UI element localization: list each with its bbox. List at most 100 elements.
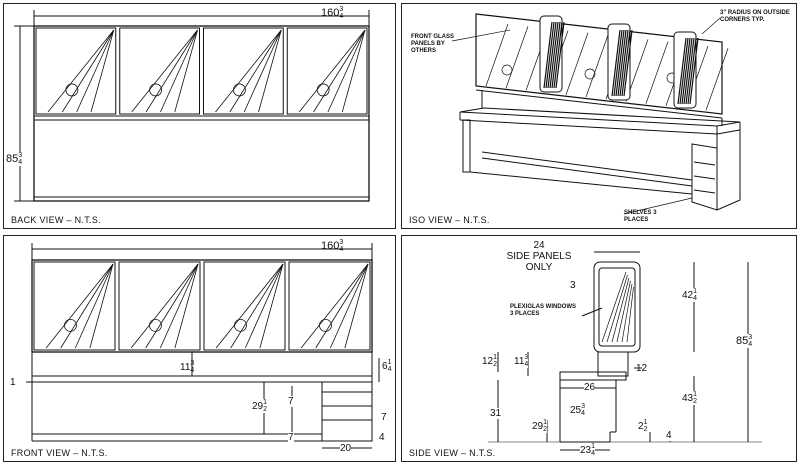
front-pane-handle: [234, 318, 247, 332]
front-shelf-spacing-1: 7: [288, 396, 294, 407]
iso-glass-reflection: [505, 26, 529, 89]
iso-side-panel-hatch: [543, 21, 553, 89]
front-reflection: [344, 263, 369, 349]
iso-side-panel-hatch: [677, 37, 687, 105]
iso-view-panel: FRONT GLASS PANELS BY OTHERS 3" RADIUS O…: [401, 3, 797, 229]
front-reflection: [74, 263, 114, 349]
iso-side-panel-hatch: [623, 29, 633, 97]
front-cabinet-width: 20: [340, 443, 352, 454]
back-reflection: [47, 29, 115, 113]
back-reflection: [258, 29, 282, 113]
side-base-height-whole: 29: [532, 420, 544, 432]
back-reflection: [145, 29, 198, 113]
side-panels-width: 24: [533, 240, 545, 251]
front-pane-handle: [149, 318, 162, 332]
back-reflection: [327, 29, 366, 113]
iso-glass-reflection: [565, 32, 589, 95]
iso-view-drawing: [451, 13, 741, 215]
side-counter-height-whole: 43: [682, 392, 694, 404]
iso-side-panel-hatch: [685, 37, 695, 105]
front-kneespace-whole: 29: [252, 400, 264, 412]
front-reflection: [244, 263, 284, 349]
side-riser: 12: [636, 363, 648, 374]
back-pane-handle: [149, 83, 163, 97]
front-pane-4: [288, 261, 371, 351]
iso-side-panel-hatch: [547, 21, 557, 89]
iso-side-panel-hatch: [615, 29, 625, 97]
side-panel-height-whole: 42: [682, 289, 694, 301]
front-reflection: [159, 263, 199, 349]
iso-side-panel-hatch: [619, 29, 629, 97]
front-reflection: [45, 263, 114, 349]
front-view-drawing: [26, 243, 380, 449]
iso-side-panel-hatch: [683, 37, 693, 105]
iso-side-panel-hatch: [545, 21, 555, 89]
front-pane-handle: [319, 318, 332, 332]
iso-side-panel-hatch: [611, 29, 621, 97]
back-pane-handle: [232, 83, 246, 97]
iso-side-panel-hatch: [617, 29, 627, 97]
front-gap-whole: 11: [180, 361, 191, 373]
side-panel-inset: 3: [570, 280, 576, 291]
front-reflection: [60, 263, 114, 349]
front-pane-3: [203, 261, 286, 351]
side-window-note: PLEXIGLAS WINDOWS 3 PLACES: [510, 304, 576, 317]
iso-radius-note: 3" RADIUS ON OUTSIDE CORNERS TYP.: [720, 10, 790, 23]
front-reflection: [315, 263, 369, 349]
front-left-offset: 1: [10, 377, 16, 388]
front-pane-2: [118, 261, 201, 351]
front-reflection: [230, 263, 284, 349]
side-knee-height: 31: [490, 408, 502, 419]
back-reflection: [243, 29, 282, 113]
side-view-drawing: [488, 251, 762, 451]
side-gap-b-whole: 11: [514, 355, 525, 367]
front-reflection: [215, 263, 284, 349]
back-pane-1: [35, 27, 117, 115]
iso-glass-reflection: [705, 48, 729, 111]
front-reflection: [329, 263, 369, 349]
iso-side-panel-hatch: [689, 37, 699, 105]
iso-side-panel-hatch: [553, 21, 563, 89]
back-reflection: [90, 29, 115, 113]
back-reflection: [298, 29, 366, 113]
side-window-reflection: [616, 280, 631, 343]
iso-glass-reflection: [485, 23, 509, 87]
iso-side-panel-hatch: [679, 37, 689, 105]
iso-side-panel-hatch: [555, 21, 565, 89]
back-pane-handle: [316, 83, 330, 97]
front-width-whole: 160: [321, 240, 340, 252]
back-reflection: [61, 29, 115, 113]
side-window-reflection: [606, 274, 628, 343]
iso-side-panel-hatch: [687, 37, 697, 105]
front-reflection: [89, 263, 114, 349]
side-toe-height: 4: [666, 430, 672, 441]
back-reflection: [76, 29, 115, 113]
back-reflection: [215, 29, 282, 113]
iso-pane-handle: [584, 68, 596, 80]
iso-side-panel-hatch: [551, 21, 561, 89]
front-shelf-spacing-2: 7: [381, 412, 387, 423]
side-top-depth: 26: [584, 382, 596, 393]
iso-glass-reflection: [585, 34, 609, 98]
front-reflection: [174, 263, 199, 349]
front-reflection: [259, 263, 284, 349]
